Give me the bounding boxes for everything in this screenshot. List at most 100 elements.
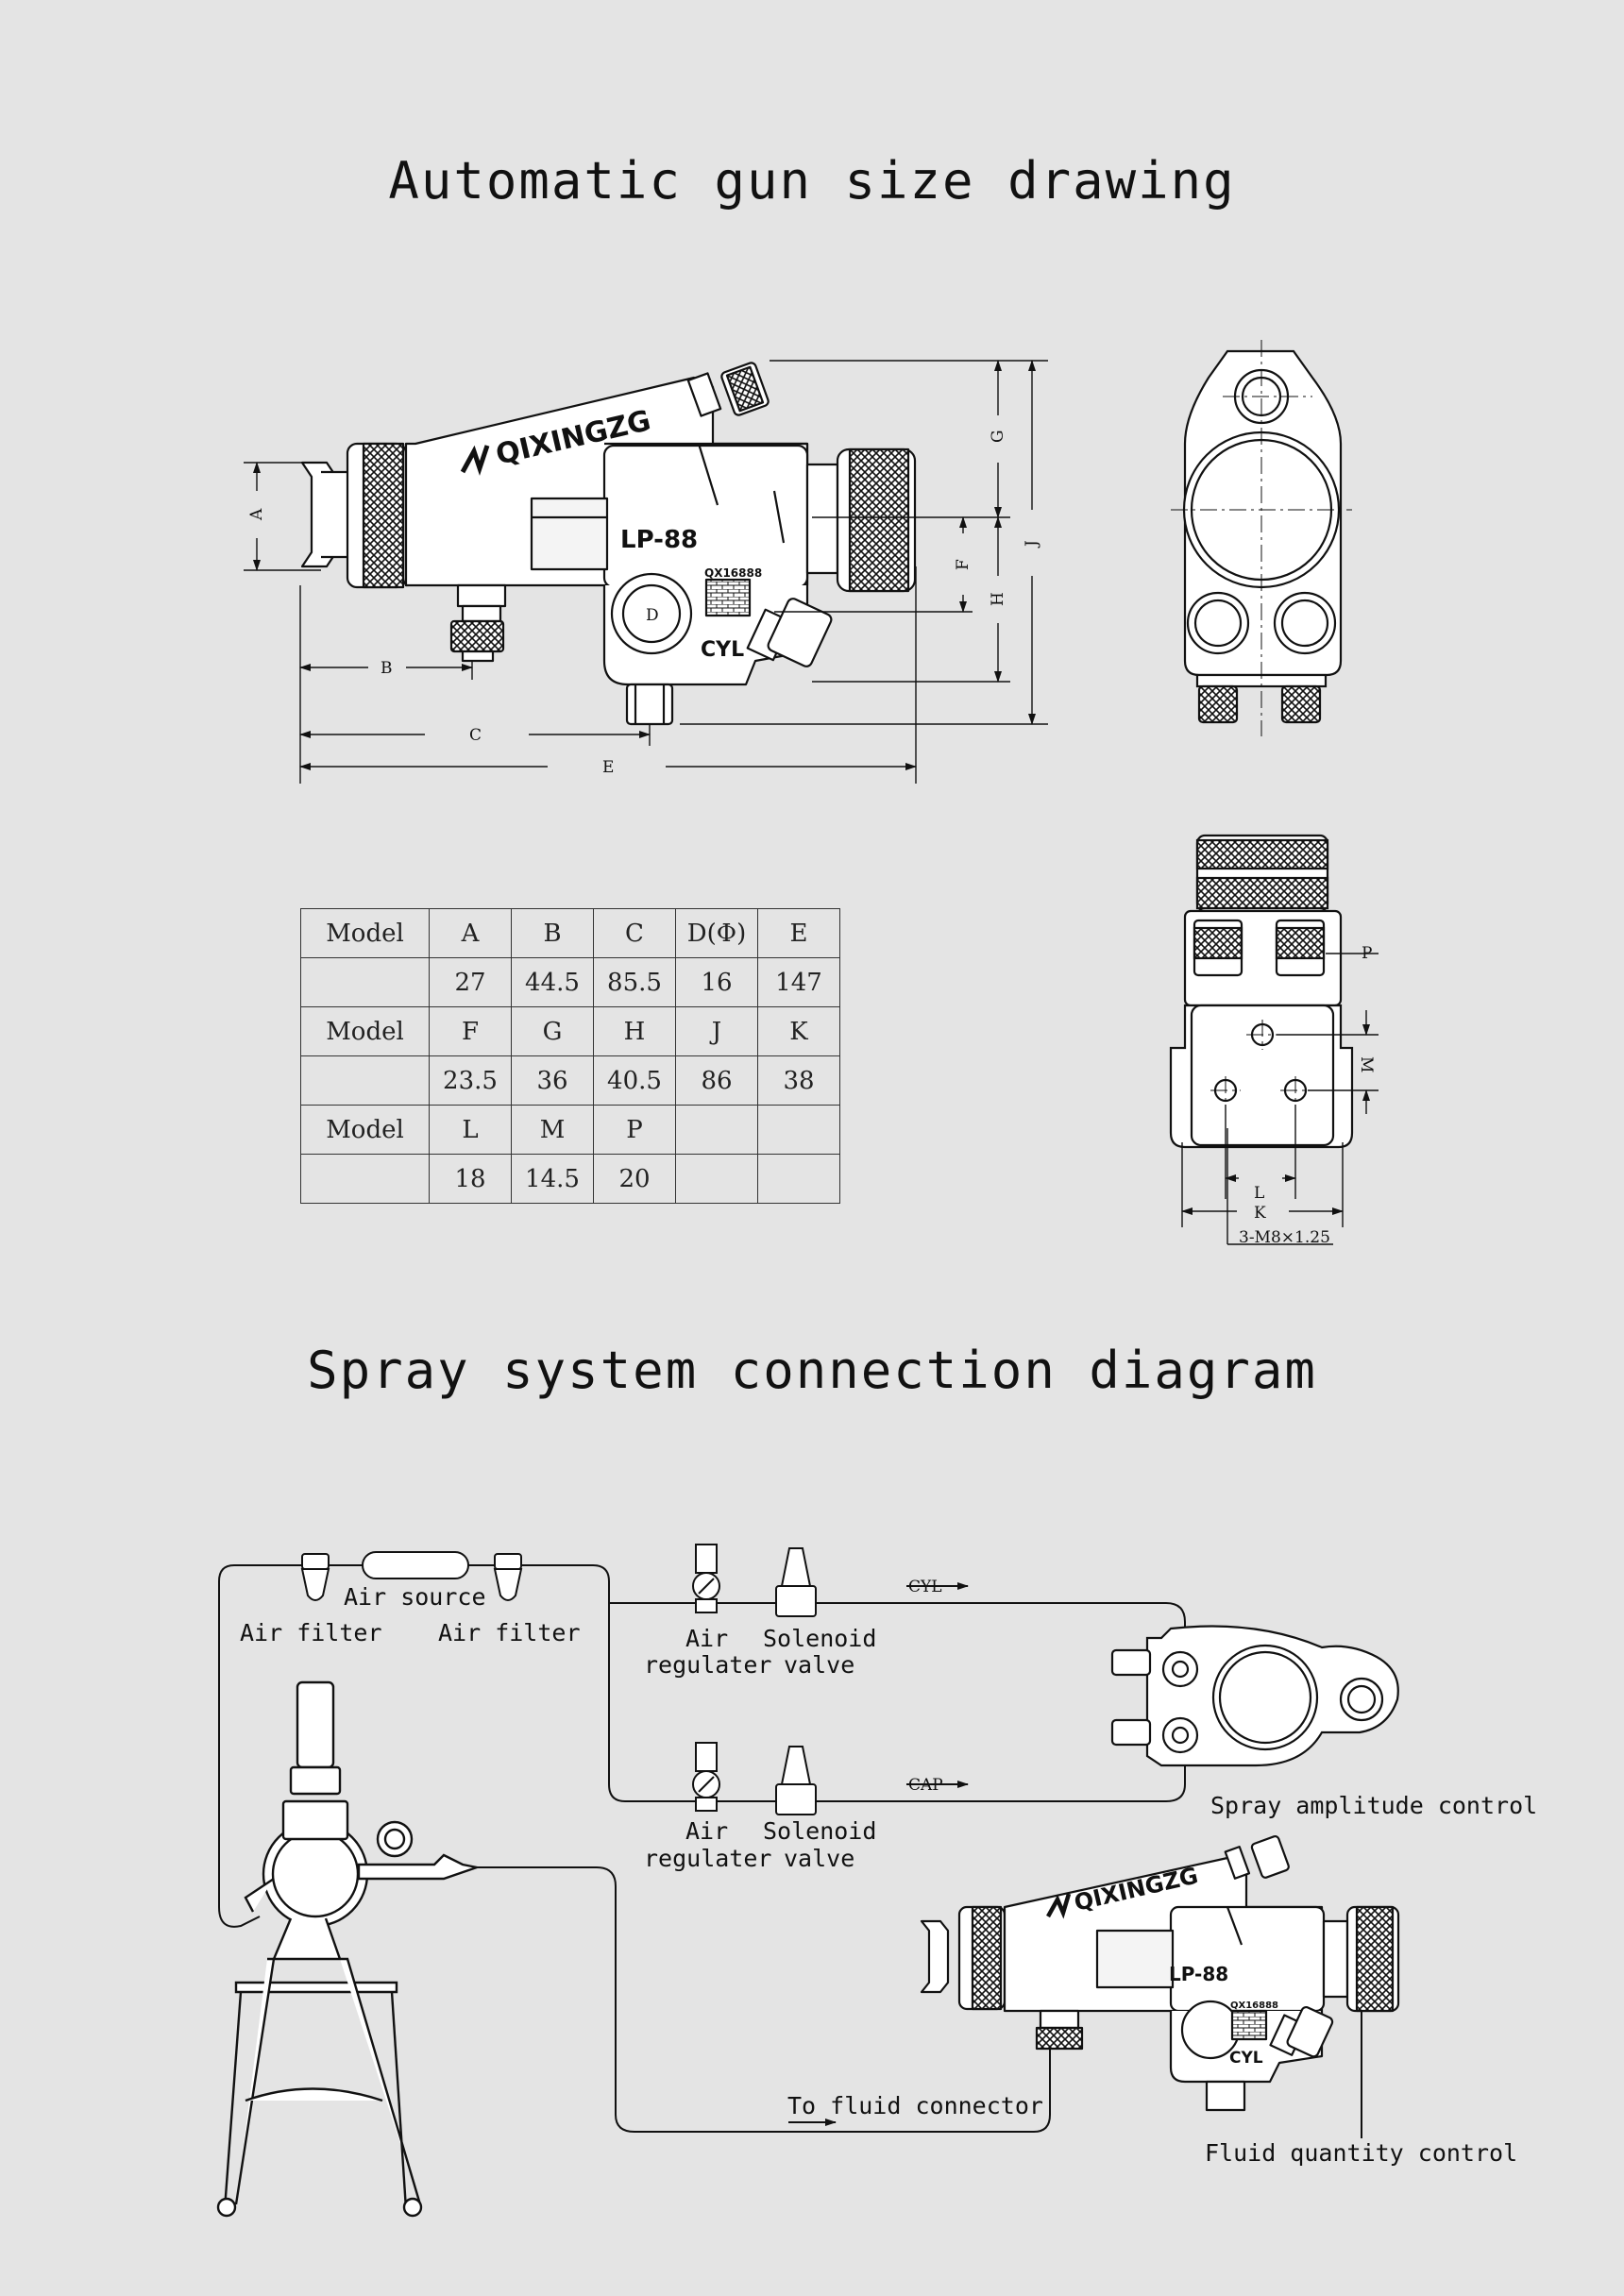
- spec-table-cell: B: [511, 908, 594, 958]
- spec-table-cell: J: [675, 1006, 758, 1056]
- air-filter-right: [493, 1553, 523, 1601]
- gun-bottom-view: [1169, 834, 1354, 1149]
- air-filter-right-label: Air filter: [438, 1619, 581, 1646]
- spec-table-cell: 27: [429, 957, 512, 1007]
- spec-table-cell: 16: [675, 957, 758, 1007]
- spec-table-cell: H: [593, 1006, 676, 1056]
- spec-table-cell: A: [429, 908, 512, 958]
- air-regulator-2-label-2: regulater: [644, 1845, 771, 1872]
- gun-cyl-label: CYL: [701, 638, 744, 662]
- spec-table-cell: 40.5: [593, 1055, 676, 1106]
- size-drawing-title: Automatic gun size drawing: [388, 151, 1236, 211]
- gun-side-view: [300, 362, 917, 726]
- air-regulator-1: [692, 1544, 720, 1613]
- gun-model-small: LP-88: [1169, 1963, 1228, 1985]
- bottom-dimension-labels: P M L K 3-M8×1.25: [1239, 944, 1376, 1247]
- air-regulator-1-label-2: regulater: [644, 1651, 771, 1679]
- gun-code-small: QX16888: [1230, 2001, 1278, 2011]
- spec-table-cell: G: [511, 1006, 594, 1056]
- pump-tripod: [216, 1680, 482, 2218]
- air-filter-left: [300, 1553, 330, 1601]
- spec-table-cell: 36: [511, 1055, 594, 1106]
- dim-e-label: E: [602, 758, 614, 777]
- spec-table-cell: 18: [429, 1154, 512, 1204]
- spec-table-cell: 20: [593, 1154, 676, 1204]
- spec-table-cell: M: [511, 1105, 594, 1155]
- gun-front-view: [1182, 349, 1343, 724]
- bottom-dimensions: [1181, 953, 1379, 1245]
- spec-table-cell: F: [429, 1006, 512, 1056]
- air-filter-left-label: Air filter: [240, 1619, 382, 1646]
- spec-table-cell: 38: [757, 1055, 840, 1106]
- dim-h-label: H: [989, 592, 1007, 606]
- air-source-label: Air source: [344, 1583, 486, 1611]
- diagram-labels: Air source Air filter Air filter Air reg…: [240, 1578, 1537, 2167]
- dim-j-label: J: [1023, 540, 1041, 549]
- spec-table-cell: D(Φ): [675, 908, 758, 958]
- bottom-centerlines: [1210, 1020, 1311, 1106]
- spec-table-cell: Model: [300, 1006, 430, 1056]
- dim-g-label: G: [989, 430, 1007, 443]
- spec-table-cell: 23.5: [429, 1055, 512, 1106]
- spec-table-cell: 147: [757, 957, 840, 1007]
- solenoid-1-label-1: Solenoid: [763, 1625, 876, 1652]
- cap-line-label: CAP: [908, 1776, 943, 1795]
- spec-table-cell: K: [757, 1006, 840, 1056]
- dim-m-label: M: [1357, 1056, 1376, 1072]
- spec-table-cell: [675, 1154, 758, 1204]
- dim-a-label: A: [247, 508, 266, 521]
- cyl-line-label: CYL: [908, 1578, 942, 1596]
- spec-table-cell: L: [429, 1105, 512, 1155]
- dim-f-label: F: [954, 559, 973, 570]
- spec-table-cell: [757, 1105, 840, 1155]
- solenoid-valve-1: [775, 1547, 817, 1617]
- dim-l-label: L: [1254, 1184, 1264, 1203]
- solenoid-2-label-2: valve: [784, 1845, 854, 1872]
- fluid-connector-label: To fluid connector: [787, 2092, 1043, 2119]
- spec-table-cell: [300, 1055, 430, 1106]
- dim-b-label: B: [381, 659, 393, 678]
- spec-table-cell: [757, 1154, 840, 1204]
- dim-k-label: K: [1254, 1204, 1266, 1223]
- spec-table-cell: Model: [300, 1105, 430, 1155]
- connection-diagram-title: Spray system connection diagram: [307, 1341, 1317, 1400]
- spec-table-cell: 85.5: [593, 957, 676, 1007]
- spec-table-cell: C: [593, 908, 676, 958]
- spec-table-cell: 44.5: [511, 957, 594, 1007]
- fluid-quantity-label: Fluid quantity control: [1205, 2139, 1517, 2167]
- brand-logo-mark-small: [1046, 1893, 1072, 1919]
- spec-table-cell: [300, 957, 430, 1007]
- thread-label: 3-M8×1.25: [1239, 1228, 1330, 1247]
- air-source: [362, 1551, 469, 1579]
- dim-c-label: C: [469, 726, 482, 745]
- side-dimensions: [244, 360, 1048, 784]
- spec-table-cell: [675, 1105, 758, 1155]
- solenoid-1-label-2: valve: [784, 1651, 854, 1679]
- air-regulator-1-label-1: Air: [685, 1625, 728, 1652]
- front-centerlines: [1171, 340, 1352, 736]
- spec-table-cell: Model: [300, 908, 430, 958]
- dim-p-label: P: [1362, 944, 1372, 963]
- air-regulator-2: [692, 1742, 720, 1812]
- gun-cyl-small: CYL: [1229, 2049, 1263, 2068]
- gun-model: LP-88: [620, 526, 698, 554]
- spec-table-cell: 14.5: [511, 1154, 594, 1204]
- d-label: D: [646, 606, 659, 625]
- solenoid-2-label-1: Solenoid: [763, 1817, 876, 1845]
- gun-head-rear: [1110, 1625, 1399, 1767]
- solenoid-valve-2: [775, 1746, 817, 1815]
- side-dimension-labels: A B C E G H J F: [247, 430, 1041, 777]
- spec-table-cell: P: [593, 1105, 676, 1155]
- spec-table-cell: 86: [675, 1055, 758, 1106]
- gun-side-view-small: [920, 1834, 1400, 2112]
- spec-table-cell: [300, 1154, 430, 1204]
- air-regulator-2-label-1: Air: [685, 1817, 728, 1845]
